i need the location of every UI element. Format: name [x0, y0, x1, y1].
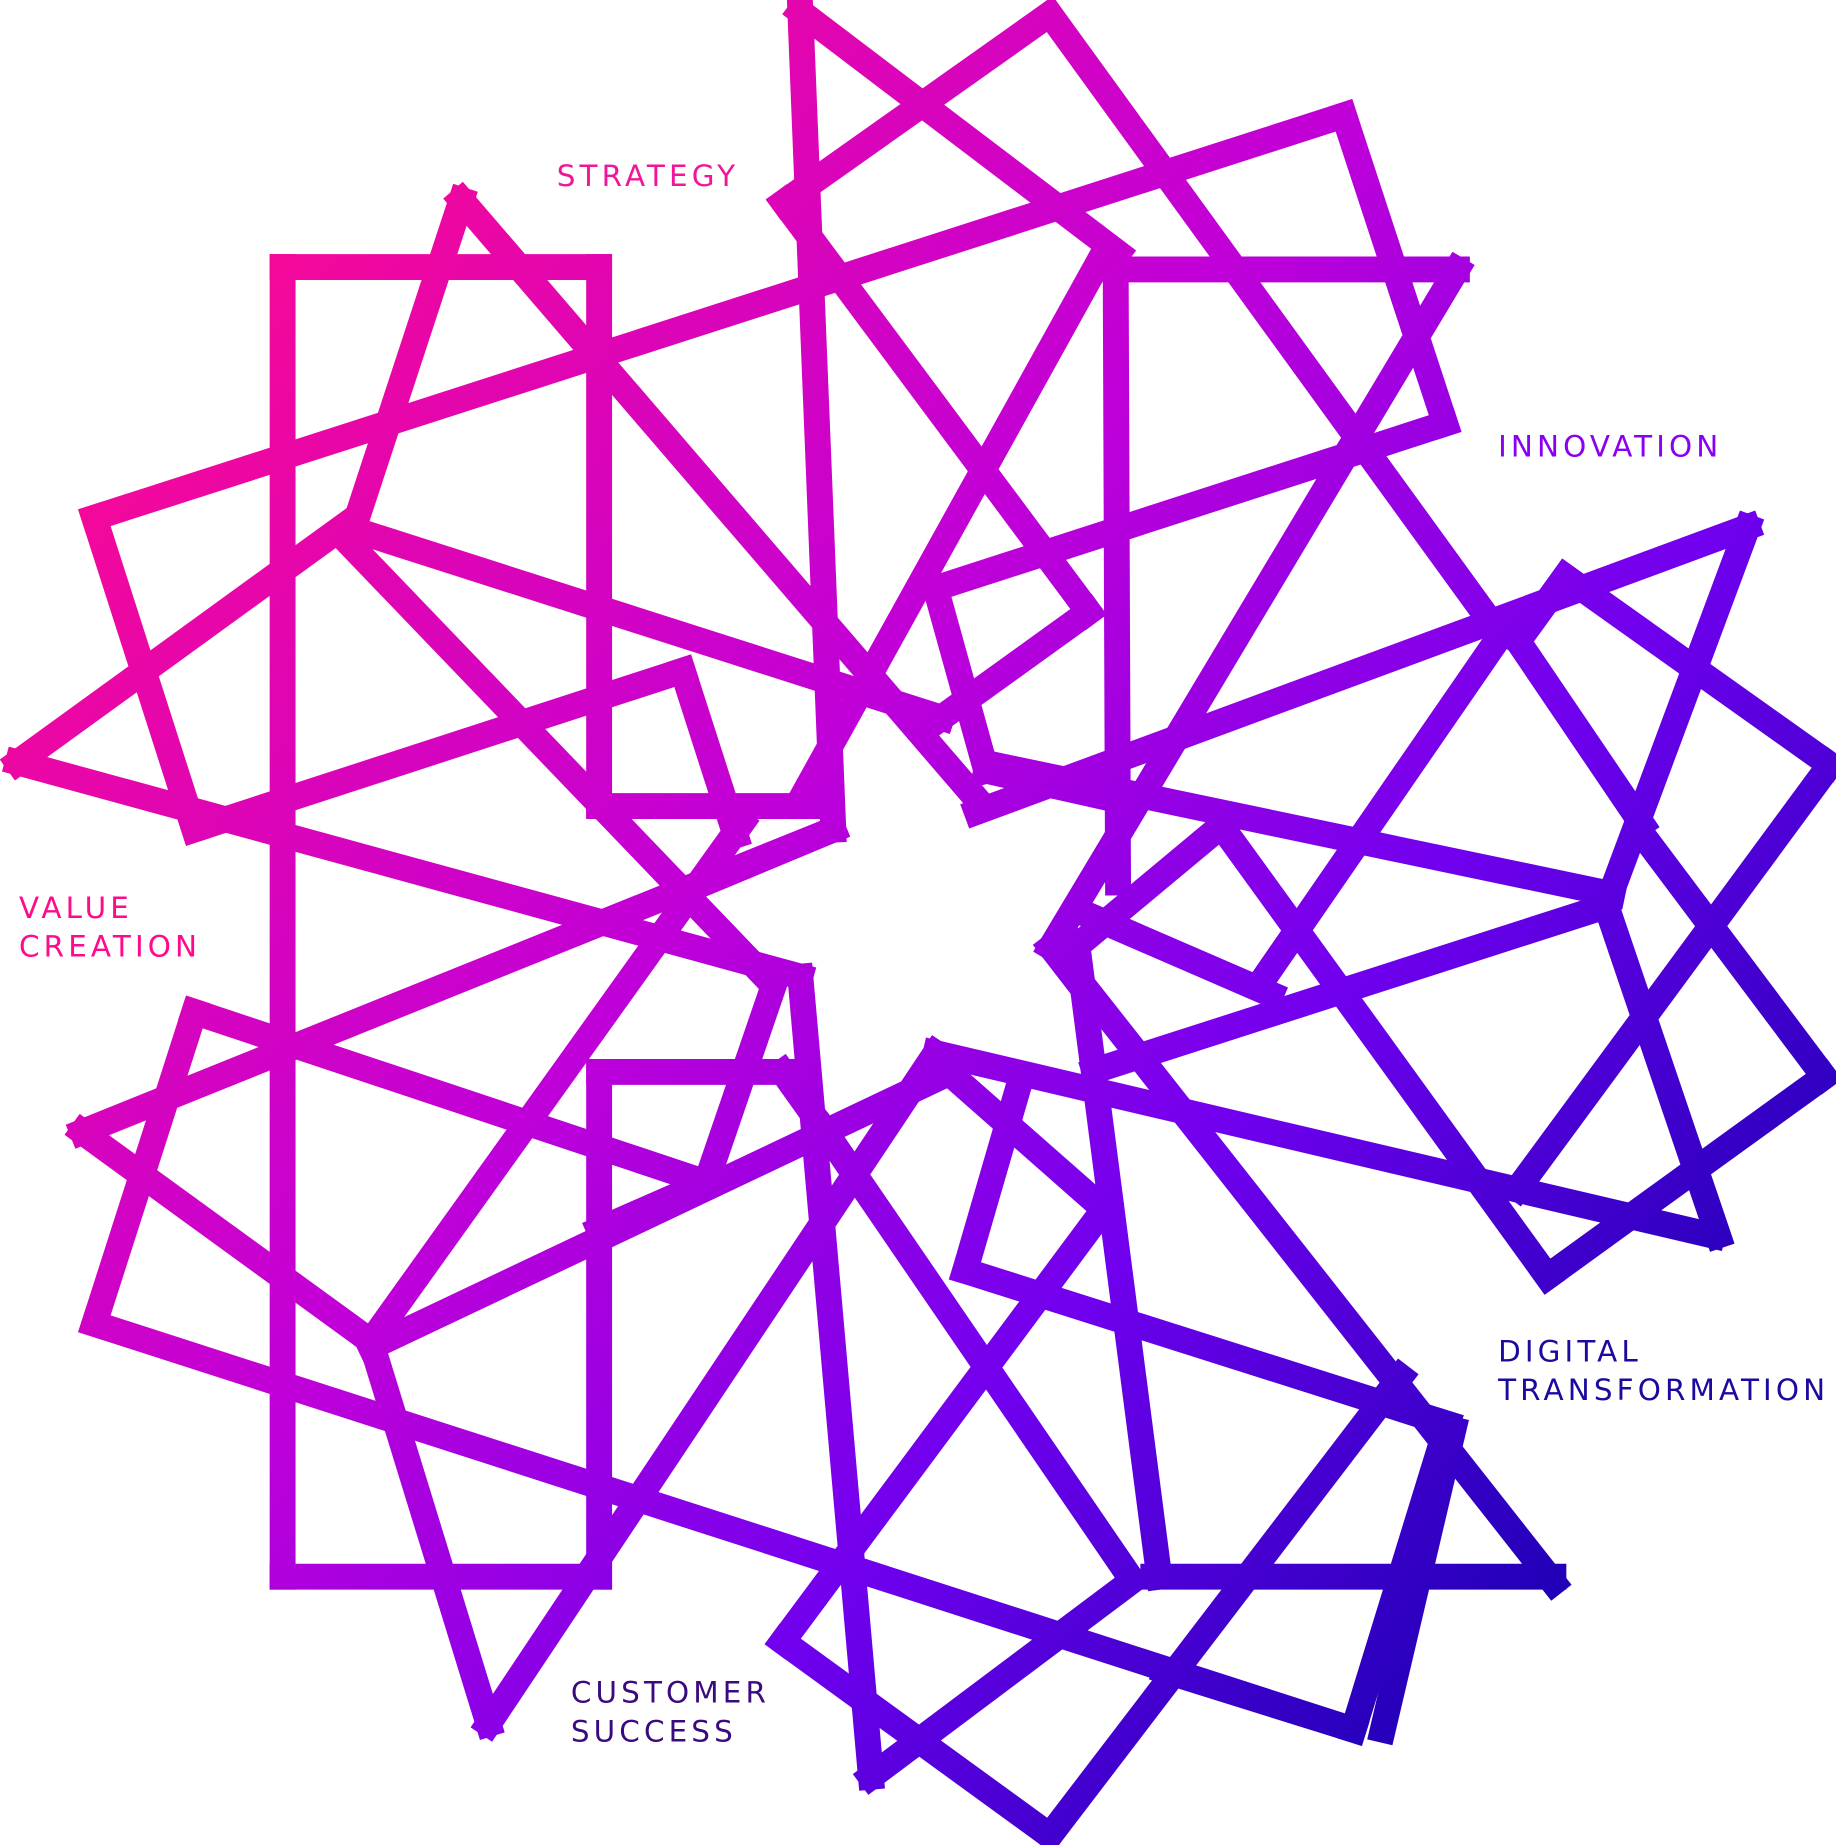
lattice-line: [354, 1325, 505, 1740]
lattice-line: [1500, 623, 1660, 842]
lattice-line: [1032, 929, 1101, 1007]
lattice-line: [1148, 1654, 1370, 1746]
label-innovation: INNOVATION: [1498, 430, 1722, 464]
lattice-line: [1031, 1358, 1419, 1845]
lattice-line: [1205, 811, 1566, 1295]
lattice-line: [1062, 926, 1174, 1592]
lattice-line: [1589, 510, 1765, 923]
lattice-line: [78, 501, 211, 846]
lattice-line: [1499, 746, 1836, 1207]
lattice-line: [1547, 558, 1836, 783]
label-customer-success-line2: SUCCESS: [571, 1714, 737, 1748]
lattice-line: [1064, 805, 1243, 960]
lattice-line: [689, 812, 851, 900]
lattice-line: [805, 1111, 1148, 1595]
lattice-line: [935, 1058, 1119, 1225]
lattice-line: [1035, 929, 1572, 1601]
lattice-line: [78, 995, 211, 1341]
lattice-line: [960, 510, 1765, 829]
lattice-line: [786, 962, 885, 1791]
lattice-line: [666, 654, 752, 852]
lattice-line: [178, 654, 699, 846]
lattice-line: [336, 513, 958, 735]
lattice-line: [920, 1037, 1728, 1252]
lattice-line: [1077, 900, 1289, 1012]
lattice-line: [782, 241, 1118, 818]
label-digital-transformation-line2: TRANSFORMATION: [1497, 1373, 1829, 1407]
label-strategy: STRATEGY: [557, 159, 739, 193]
label-value-creation-line2: CREATION: [19, 930, 201, 964]
lattice-line: [1031, 0, 1519, 654]
lattice-line: [64, 1113, 389, 1360]
lattice-line: [919, 572, 1003, 787]
lattice-line: [786, 0, 847, 843]
lattice-line: [970, 755, 1134, 816]
label-value-creation-line1: VALUE: [19, 891, 133, 925]
lattice-line: [852, 1564, 1148, 1795]
lattice-line: [1529, 1058, 1836, 1295]
lattice-line: [764, 1187, 1125, 1660]
lattice-line: [78, 99, 1361, 535]
lattice-line: [78, 1307, 1370, 1746]
lattice-line: [0, 505, 366, 781]
lattice-line: [336, 183, 478, 546]
lattice-line: [177, 995, 723, 1199]
lattice-line: [582, 1165, 724, 1247]
lattice-line: [1367, 1414, 1469, 1746]
lattice-line: [923, 593, 1107, 736]
lattice-line: [1629, 823, 1836, 1095]
label-customer-success-line1: CUSTOMER: [571, 1676, 770, 1710]
lattice-line: [352, 805, 760, 1360]
label-digital-transformation-line1: DIGITAL: [1498, 1334, 1642, 1368]
lattice-line: [689, 960, 794, 1199]
lattice-line: [1078, 889, 1623, 1088]
lattice-line: [765, 0, 1068, 221]
